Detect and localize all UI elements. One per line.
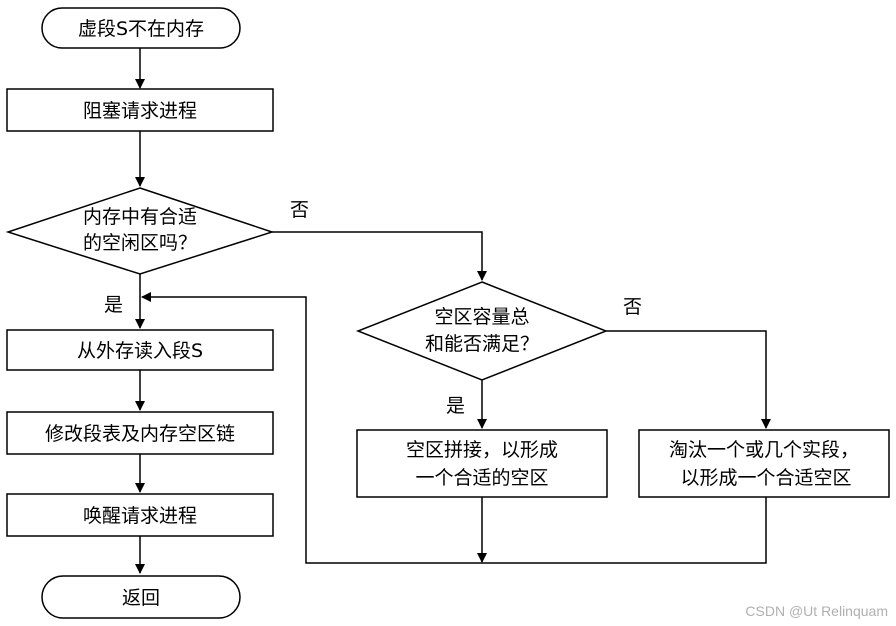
decision1-line2: 的空闲区吗？	[83, 232, 197, 254]
edge-decision1-no-to-decision2	[272, 231, 487, 281]
block-process-node: 阻塞请求进程	[6, 88, 274, 132]
start-label: 虚段S不在内存	[78, 18, 204, 40]
compact-node: 空区拼接，以形成 一个合适的空区	[356, 429, 608, 498]
update-table-node: 修改段表及内存空区链	[6, 411, 274, 455]
compact-line1: 空区拼接，以形成	[406, 439, 558, 461]
watermark: CSDN @Ut Relinquam	[745, 603, 888, 619]
edge-merge-back-to-load	[141, 292, 767, 564]
wake-process-label: 唤醒请求进程	[83, 505, 197, 527]
evict-line2: 以形成一个合适空区	[680, 467, 851, 489]
end-label: 返回	[122, 587, 160, 609]
load-segment-label: 从外存读入段S	[77, 340, 203, 362]
start-node: 虚段S不在内存	[41, 7, 241, 49]
edges	[135, 48, 771, 574]
decision2-node: 空区容量总 和能否满足？	[355, 281, 609, 381]
evict-line1: 淘汰一个或几个实段，	[669, 439, 859, 461]
decision1-yes-label: 是	[104, 294, 123, 316]
block-process-label: 阻塞请求进程	[83, 100, 197, 122]
decision2-yes-label: 是	[446, 395, 465, 417]
update-table-label: 修改段表及内存空区链	[45, 423, 235, 445]
decision2-no-label: 否	[623, 296, 642, 318]
load-segment-node: 从外存读入段S	[6, 329, 274, 371]
compact-line2: 一个合适的空区	[415, 467, 548, 489]
wake-process-node: 唤醒请求进程	[6, 493, 274, 537]
end-node: 返回	[41, 575, 241, 619]
evict-node: 淘汰一个或几个实段， 以形成一个合适空区	[638, 429, 890, 498]
decision1-node: 内存中有合适 的空闲区吗？	[5, 187, 275, 275]
decision1-no-label: 否	[290, 199, 309, 221]
decision2-line2: 和能否满足？	[425, 333, 539, 355]
decision1-line1: 内存中有合适	[83, 206, 197, 228]
edge-decision2-no-to-evict	[606, 330, 771, 429]
decision2-line1: 空区容量总	[434, 306, 529, 328]
